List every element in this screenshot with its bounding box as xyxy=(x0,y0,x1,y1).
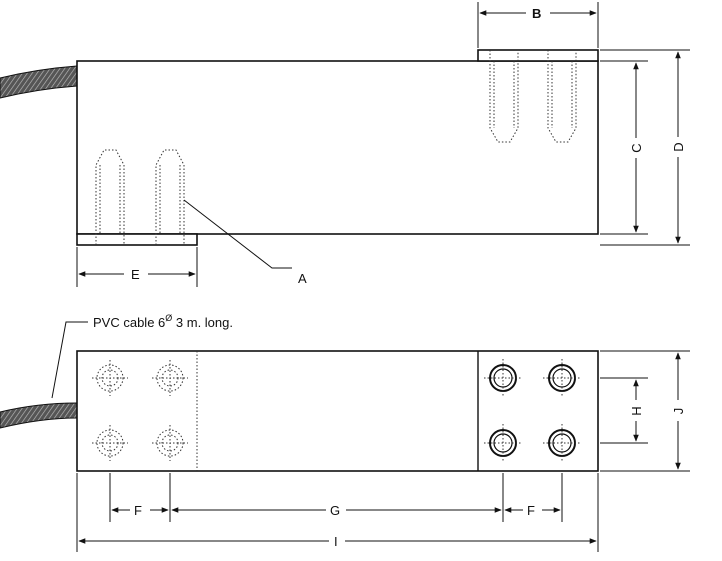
label-i: I xyxy=(334,534,338,549)
hidden-holes xyxy=(92,360,188,461)
label-d: D xyxy=(671,142,686,151)
top-mount-plate xyxy=(477,49,599,62)
label-f-left: F xyxy=(134,503,142,518)
cable-note-tail: 3 m. long. xyxy=(172,315,233,330)
bottom-mount-plate xyxy=(76,233,198,246)
top-body xyxy=(76,350,599,472)
label-j: J xyxy=(671,408,686,415)
dim-b xyxy=(477,2,599,48)
label-f-right: F xyxy=(527,503,535,518)
label-e: E xyxy=(131,267,140,282)
label-c: C xyxy=(629,143,644,152)
bottom-threaded-holes xyxy=(95,149,185,245)
dim-c xyxy=(600,60,648,235)
dim-i xyxy=(76,473,599,552)
ext-lines-fg xyxy=(109,473,563,522)
side-body xyxy=(76,60,599,235)
cable-note-sup: Ø xyxy=(165,313,172,323)
label-a: A xyxy=(298,271,307,286)
dim-h xyxy=(600,377,648,444)
label-h: H xyxy=(629,406,644,415)
side-cable xyxy=(0,65,78,99)
dim-d xyxy=(600,49,690,246)
dim-j xyxy=(600,350,690,472)
visible-holes xyxy=(484,359,581,462)
side-view: A B C D xyxy=(0,2,690,287)
top-view: PVC cable 6Ø 3 m. long. xyxy=(0,313,690,552)
cable-note-leader xyxy=(51,321,88,399)
label-b: B xyxy=(532,6,541,21)
top-threaded-holes xyxy=(489,50,577,143)
label-g: G xyxy=(330,503,340,518)
top-cable xyxy=(0,402,78,429)
cable-note-main: PVC cable 6 xyxy=(93,315,165,330)
dim-e xyxy=(76,247,198,287)
cable-note: PVC cable 6Ø 3 m. long. xyxy=(93,313,233,330)
leader-a xyxy=(183,199,292,269)
